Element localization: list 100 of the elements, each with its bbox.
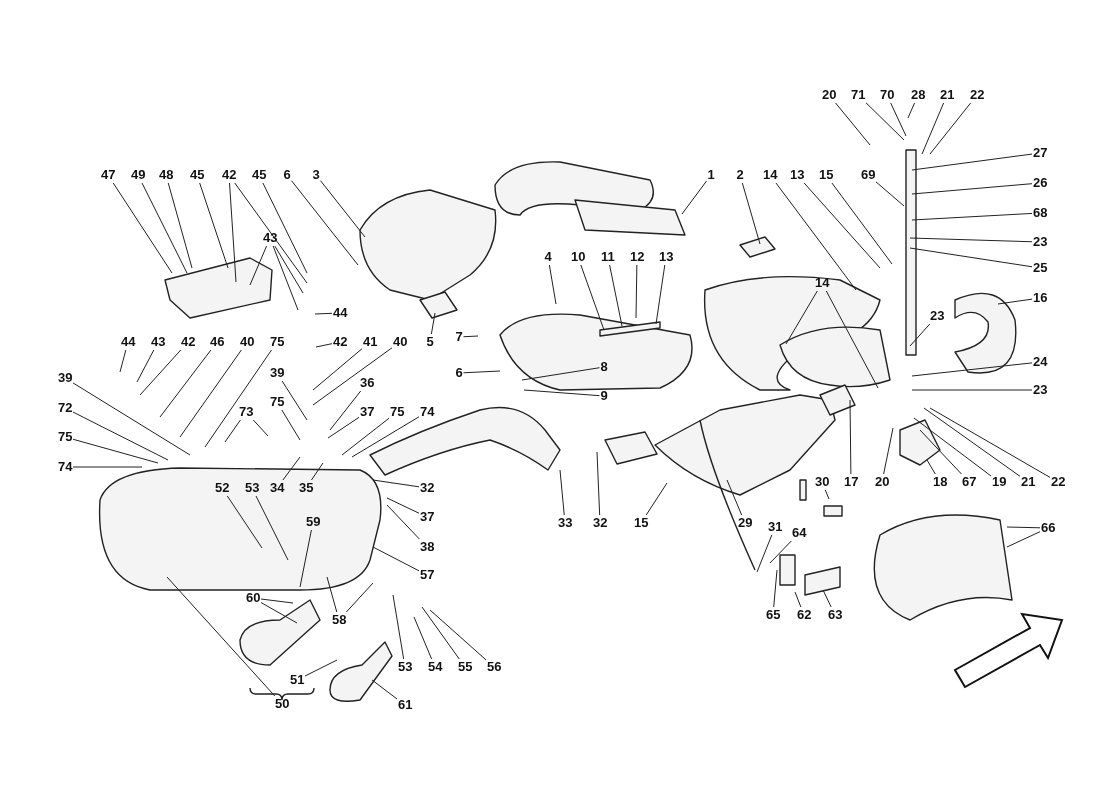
callout-number: 1 bbox=[707, 168, 715, 182]
leader-line bbox=[139, 349, 182, 396]
leader-line bbox=[252, 419, 269, 437]
callout-number: 15 bbox=[819, 168, 834, 182]
leader-line bbox=[345, 582, 374, 613]
callout-number: 36 bbox=[360, 376, 375, 390]
callout-number: 21 bbox=[940, 88, 955, 102]
callout-number: 15 bbox=[634, 516, 649, 530]
callout-number: 20 bbox=[822, 88, 837, 102]
leader-line bbox=[315, 343, 333, 348]
callout-number: 59 bbox=[306, 515, 321, 529]
leader-line bbox=[429, 609, 487, 661]
leader-line bbox=[645, 482, 668, 516]
leader-line bbox=[681, 180, 707, 215]
callout-number: 63 bbox=[828, 608, 843, 622]
callout-number: 13 bbox=[659, 250, 674, 264]
leader-line bbox=[413, 616, 433, 660]
leader-line bbox=[596, 451, 601, 516]
callout-number: 69 bbox=[861, 168, 876, 182]
leader-line bbox=[1006, 531, 1041, 548]
leader-line bbox=[260, 598, 294, 604]
callout-number: 16 bbox=[1033, 291, 1048, 305]
callout-number: 45 bbox=[252, 168, 267, 182]
callout-number: 38 bbox=[420, 540, 435, 554]
leader-line bbox=[929, 407, 1051, 478]
callout-number: 35 bbox=[299, 481, 314, 495]
callout-number: 14 bbox=[763, 168, 778, 182]
callout-number: 4 bbox=[544, 250, 552, 264]
leader-line bbox=[260, 602, 298, 624]
callout-number: 53 bbox=[398, 660, 413, 674]
leader-line bbox=[167, 182, 193, 269]
callout-number: 6 bbox=[283, 168, 291, 182]
callout-number: 66 bbox=[1041, 521, 1056, 535]
leader-line bbox=[580, 264, 605, 331]
leader-line bbox=[909, 237, 1033, 243]
leader-line bbox=[523, 389, 600, 397]
leader-line bbox=[112, 182, 173, 274]
leader-line bbox=[314, 312, 333, 315]
leader-line bbox=[282, 456, 301, 481]
leader-line bbox=[655, 264, 666, 325]
leader-line bbox=[785, 290, 818, 345]
leader-line bbox=[159, 349, 212, 418]
leader-line bbox=[883, 427, 894, 475]
callout-number: 23 bbox=[930, 309, 945, 323]
leader-line bbox=[119, 349, 127, 373]
leader-line bbox=[835, 102, 871, 146]
leader-line bbox=[226, 495, 263, 549]
callout-number: 33 bbox=[558, 516, 573, 530]
leader-line bbox=[769, 540, 792, 564]
callout-number: 22 bbox=[1051, 475, 1066, 489]
callout-number: 74 bbox=[420, 405, 435, 419]
leader-line bbox=[281, 409, 301, 441]
leader-line bbox=[1006, 526, 1041, 529]
callout-number: 11 bbox=[601, 250, 615, 264]
callout-number: 37 bbox=[360, 405, 375, 419]
callout-number: 27 bbox=[1033, 146, 1048, 160]
callout-number: 52 bbox=[215, 481, 230, 495]
leader-line bbox=[72, 438, 159, 464]
callout-number: 23 bbox=[1033, 235, 1048, 249]
callout-number: 24 bbox=[1033, 355, 1048, 369]
callout-number: 26 bbox=[1033, 176, 1048, 190]
leader-line bbox=[756, 534, 773, 573]
callout-number: 19 bbox=[992, 475, 1007, 489]
leader-line bbox=[262, 182, 308, 274]
callout-number: 43 bbox=[263, 231, 278, 245]
leader-line bbox=[224, 419, 241, 443]
callout-number: 20 bbox=[875, 475, 890, 489]
leader-line bbox=[907, 102, 915, 119]
leader-line bbox=[919, 429, 962, 475]
leader-line bbox=[875, 181, 905, 207]
leader-line bbox=[327, 416, 360, 439]
callout-number: 46 bbox=[210, 335, 225, 349]
leader-line bbox=[274, 245, 304, 294]
leader-line bbox=[199, 182, 229, 269]
callout-number: 18 bbox=[933, 475, 948, 489]
leader-line bbox=[299, 529, 312, 588]
callout-number: 9 bbox=[600, 389, 608, 403]
callout-number: 75 bbox=[58, 430, 73, 444]
callout-number: 65 bbox=[766, 608, 781, 622]
leader-line bbox=[312, 348, 363, 391]
callout-number: 44 bbox=[121, 335, 136, 349]
callout-number: 58 bbox=[332, 613, 347, 627]
callout-number: 42 bbox=[181, 335, 196, 349]
callout-number: 44 bbox=[333, 306, 348, 320]
leader-line bbox=[923, 407, 1021, 477]
callout-number: 32 bbox=[420, 481, 435, 495]
callout-number: 34 bbox=[270, 481, 285, 495]
callout-number: 25 bbox=[1033, 261, 1048, 275]
leader-line bbox=[371, 679, 398, 700]
leader-line bbox=[548, 264, 557, 305]
leader-line bbox=[229, 182, 237, 283]
callout-number: 12 bbox=[630, 250, 645, 264]
callout-number: 50 bbox=[275, 697, 290, 711]
leader-line bbox=[794, 591, 802, 608]
leader-line bbox=[997, 298, 1033, 305]
leader-line bbox=[141, 182, 188, 274]
leader-line bbox=[255, 495, 289, 561]
callout-number: 53 bbox=[245, 481, 260, 495]
callout-number: 21 bbox=[1021, 475, 1036, 489]
callout-number: 39 bbox=[58, 371, 73, 385]
